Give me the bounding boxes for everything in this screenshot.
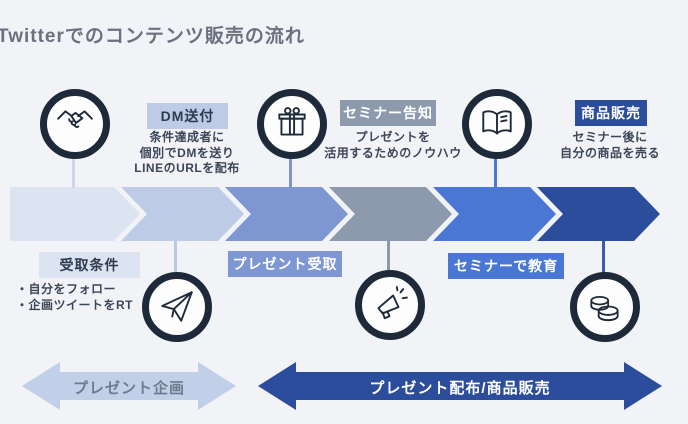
step-5-icon-badge	[462, 89, 532, 159]
chevron-step-6	[537, 187, 660, 241]
chevron-step-5	[433, 187, 556, 241]
step-4-desc-line: プレゼントを	[355, 130, 431, 144]
connector-step-2	[174, 241, 177, 272]
step-4-label: セミナー告知	[340, 100, 436, 126]
step-6-desc-line: セミナー後に	[572, 130, 648, 144]
connector-step-5	[494, 159, 497, 188]
phase-2-arrow	[258, 362, 662, 410]
book-icon	[482, 110, 512, 135]
step-4-icon-badge	[355, 270, 425, 340]
step-4-description: プレゼントを 活用するためのノウハウ	[318, 130, 468, 161]
step-1-desc-line: ・自分をフォロー	[16, 282, 117, 296]
coins-icon	[590, 295, 619, 322]
step-1-description: ・自分をフォロー ・企画ツイートをRT	[16, 282, 156, 313]
phase-1-label: プレゼント企画	[72, 380, 185, 397]
chevron-step-2	[121, 187, 244, 241]
step-2-desc-line: LINEのURLを配布	[134, 161, 240, 175]
chevron-step-4	[329, 187, 452, 241]
step-3-label: プレゼント受取	[228, 251, 342, 277]
step-6-desc-line: 自分の商品を売る	[559, 145, 660, 160]
connector-step-6	[602, 241, 605, 273]
step-5-label: セミナーで教育	[448, 253, 564, 279]
step-2-desc-line: 条件達成者に	[149, 130, 225, 144]
paper-plane-icon	[161, 291, 193, 322]
step-3-icon-badge	[257, 89, 327, 159]
chevron-step-1	[10, 187, 140, 241]
chevron-step-3	[225, 187, 348, 241]
connector-step-4	[387, 241, 390, 271]
step-1-label: 受取条件	[39, 252, 140, 278]
step-6-icon-badge	[570, 272, 640, 342]
gift-icon	[278, 107, 306, 136]
megaphone-icon	[377, 286, 408, 320]
step-1-desc-line: ・企画ツイートをRT	[16, 297, 133, 312]
diagram-title: Twitterでのコンテンツ販売の流れ	[0, 26, 305, 47]
connector-step-1	[72, 159, 75, 188]
step-2-desc-line: 個別でDMを送り	[139, 145, 235, 160]
step-2-label: DM送付	[147, 103, 228, 129]
process-arrow-band	[10, 187, 660, 241]
step-1-icon-badge	[40, 89, 110, 159]
step-4-desc-line: 活用するためのノウハウ	[324, 145, 462, 160]
step-6-description: セミナー後に 自分の商品を売る	[545, 130, 675, 161]
step-2-description: 条件達成者に 個別でDMを送り LINEのURLを配布	[112, 130, 262, 177]
phase-2-label: プレゼント配布/商品販売	[369, 380, 551, 397]
phase-arrow-band	[22, 362, 662, 410]
step-2-icon-badge	[142, 272, 212, 342]
phase-1-arrow	[22, 362, 236, 410]
connector-step-3	[289, 159, 292, 188]
step-6-label: 商品販売	[575, 100, 647, 126]
handshake-icon	[57, 110, 93, 128]
